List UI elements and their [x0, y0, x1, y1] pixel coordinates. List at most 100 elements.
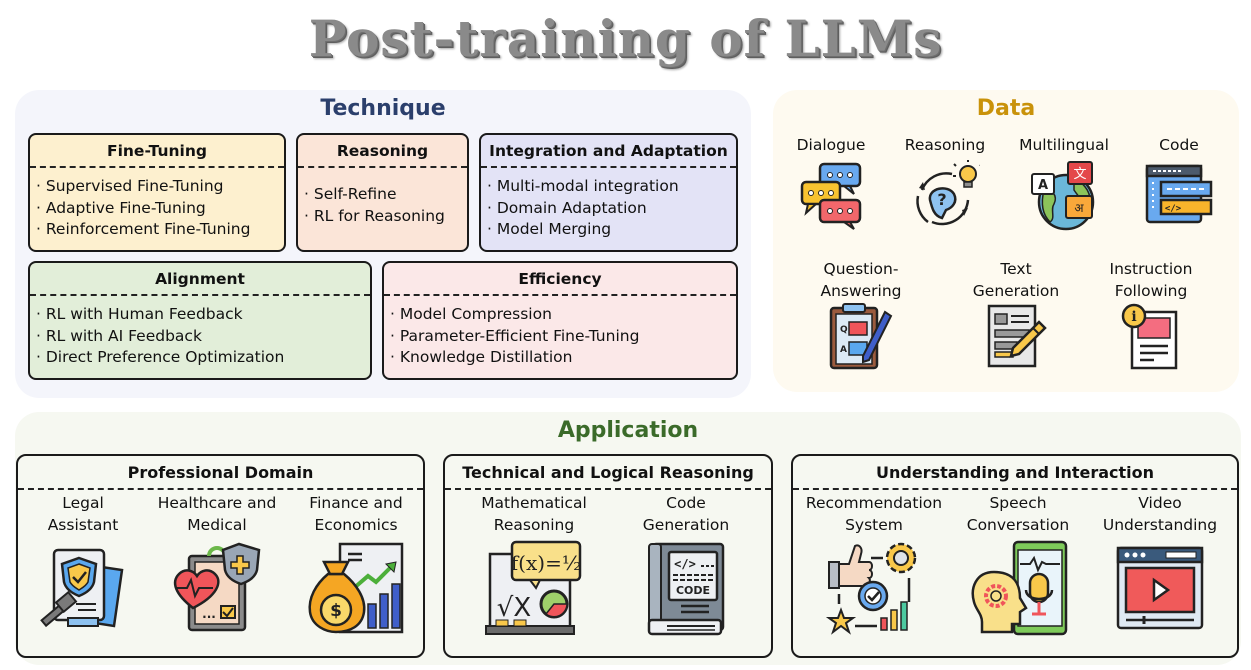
item-label: Economics: [314, 516, 398, 534]
item-label: Recommendation: [805, 494, 943, 512]
item-label: Medical: [187, 516, 247, 534]
item-label: Legal: [62, 494, 104, 512]
money-bag-chart-icon: $: [308, 542, 404, 634]
technique-title: Technique: [320, 96, 446, 121]
video-player-icon: [1116, 546, 1204, 630]
data-panel: Data Dialogue Reasoning ?: [773, 90, 1239, 392]
list-item: Multi-modal integration: [487, 176, 736, 198]
list-item: Model Merging: [487, 219, 736, 241]
item-label: Text: [1000, 260, 1032, 278]
list-item: Parameter-Efficient Fine-Tuning: [390, 326, 736, 348]
reasoning-box: Reasoning Self-Refine RL for Reasoning: [296, 133, 469, 252]
professional-domain-box: Professional Domain Legal Assistant Heal…: [16, 454, 425, 658]
item-label: Question-: [823, 260, 899, 278]
box-heading: Integration and Adaptation: [481, 135, 736, 168]
item-label: Healthcare and: [157, 494, 277, 512]
app-item-finance-economics: Finance and Economics $: [288, 492, 424, 636]
data-title: Data: [976, 96, 1036, 121]
svg-text:</>: </>: [1165, 204, 1182, 214]
box-heading: Efficiency: [384, 263, 736, 296]
item-label: Following: [1114, 282, 1188, 300]
app-item-speech-conversation: Speech Conversation: [953, 492, 1083, 636]
math-board-icon: f(x)=½ √X: [485, 540, 582, 635]
item-label: Assistant: [47, 516, 119, 534]
app-item-mathematical-reasoning: Mathematical Reasoning f(x)=½ √X: [465, 492, 603, 638]
svg-text:?: ?: [937, 190, 946, 209]
item-label: Speech: [989, 494, 1047, 512]
app-item-healthcare-medical: Healthcare and Medical ...: [148, 492, 286, 636]
medical-heart-icon: ...: [173, 542, 261, 632]
item-label: Video: [1138, 494, 1182, 512]
svg-text:$: $: [330, 601, 342, 621]
item-label: Generation: [642, 516, 730, 534]
group-heading: Understanding and Interaction: [793, 456, 1237, 490]
list-item: RL with Human Feedback: [36, 304, 370, 326]
application-title: Application: [557, 418, 699, 443]
technique-panel: Technique Fine-Tuning Supervised Fine-Tu…: [15, 90, 751, 398]
group-heading: Professional Domain: [18, 456, 423, 490]
info-document-icon: i: [1121, 303, 1178, 370]
chat-bubbles-icon: [800, 162, 862, 230]
item-label: Finance and: [309, 494, 403, 512]
box-heading: Reasoning: [298, 135, 467, 168]
data-item-multilingual: Multilingual A 文 अ: [1009, 134, 1119, 232]
fine-tuning-box: Fine-Tuning Supervised Fine-Tuning Adapt…: [28, 133, 286, 252]
speech-head-mic-icon: [971, 540, 1068, 636]
svg-text:Q: Q: [840, 325, 848, 335]
data-item-question-answering: Question- Answering Q A: [811, 258, 911, 372]
svg-text:A: A: [840, 345, 847, 355]
brain-lightbulb-icon: ?: [916, 160, 980, 226]
main-title: Post-training of LLMs: [308, 9, 943, 68]
list-item: Adaptive Fine-Tuning: [36, 198, 284, 220]
code-word-text: CODE: [676, 584, 710, 597]
data-item-dialogue: Dialogue: [781, 134, 881, 230]
list-item: RL for Reasoning: [304, 206, 467, 228]
svg-text:...: ...: [202, 607, 216, 621]
list-item: Self-Refine: [304, 184, 467, 206]
code-book-icon: </> CODE: [647, 542, 725, 636]
app-item-recommendation-system: Recommendation System: [799, 492, 949, 636]
data-item-reasoning: Reasoning ?: [895, 134, 995, 230]
list-item: Reinforcement Fine-Tuning: [36, 219, 284, 241]
item-label: Conversation: [966, 516, 1070, 534]
list-item: RL with AI Feedback: [36, 326, 370, 348]
item-label: Reasoning: [904, 136, 986, 154]
data-item-text-generation: Text Generation: [966, 258, 1066, 372]
list-item: Domain Adaptation: [487, 198, 736, 220]
box-heading: Fine-Tuning: [30, 135, 284, 168]
formula-text: f(x)=½: [511, 551, 581, 575]
svg-text:A: A: [1038, 178, 1048, 193]
app-item-legal-assistant: Legal Assistant: [18, 492, 148, 636]
list-item: Supervised Fine-Tuning: [36, 176, 284, 198]
app-item-video-understanding: Video Understanding: [1089, 492, 1231, 632]
item-label: Mathematical: [481, 494, 587, 512]
data-item-code: Code </>: [1129, 134, 1229, 226]
code-window-icon: </>: [1145, 164, 1213, 224]
app-item-code-generation: Code Generation </> CODE: [617, 492, 755, 638]
item-label: Understanding: [1102, 516, 1218, 534]
alignment-box: Alignment RL with Human Feedback RL with…: [28, 261, 372, 380]
document-pen-icon: [987, 304, 1047, 368]
item-label: Instruction: [1109, 260, 1193, 278]
code-tag-text: </>: [674, 557, 696, 571]
data-item-instruction-following: Instruction Following i: [1096, 258, 1206, 372]
list-item: Direct Preference Optimization: [36, 347, 370, 369]
globe-translate-icon: A 文 अ: [1031, 161, 1095, 231]
clipboard-qa-icon: Q A: [829, 303, 893, 370]
item-label: Code: [1159, 136, 1199, 154]
svg-text:i: i: [1131, 309, 1136, 325]
understanding-interaction-box: Understanding and Interaction Recommenda…: [791, 454, 1239, 658]
list-item: Knowledge Distillation: [390, 347, 736, 369]
recommendation-icon: [825, 542, 917, 635]
item-label: Answering: [820, 282, 902, 300]
technical-logical-reasoning-box: Technical and Logical Reasoning Mathemat…: [443, 454, 773, 658]
application-panel: Application Professional Domain Legal As…: [15, 412, 1241, 665]
box-heading: Alignment: [30, 263, 370, 296]
legal-gavel-icon: [40, 548, 124, 628]
integration-adaptation-box: Integration and Adaptation Multi-modal i…: [479, 133, 738, 252]
item-label: System: [845, 516, 903, 534]
item-label: Dialogue: [796, 136, 866, 154]
item-label: Multilingual: [1019, 136, 1109, 154]
svg-text:文: 文: [1073, 167, 1086, 182]
efficiency-box: Efficiency Model Compression Parameter-E…: [382, 261, 738, 380]
